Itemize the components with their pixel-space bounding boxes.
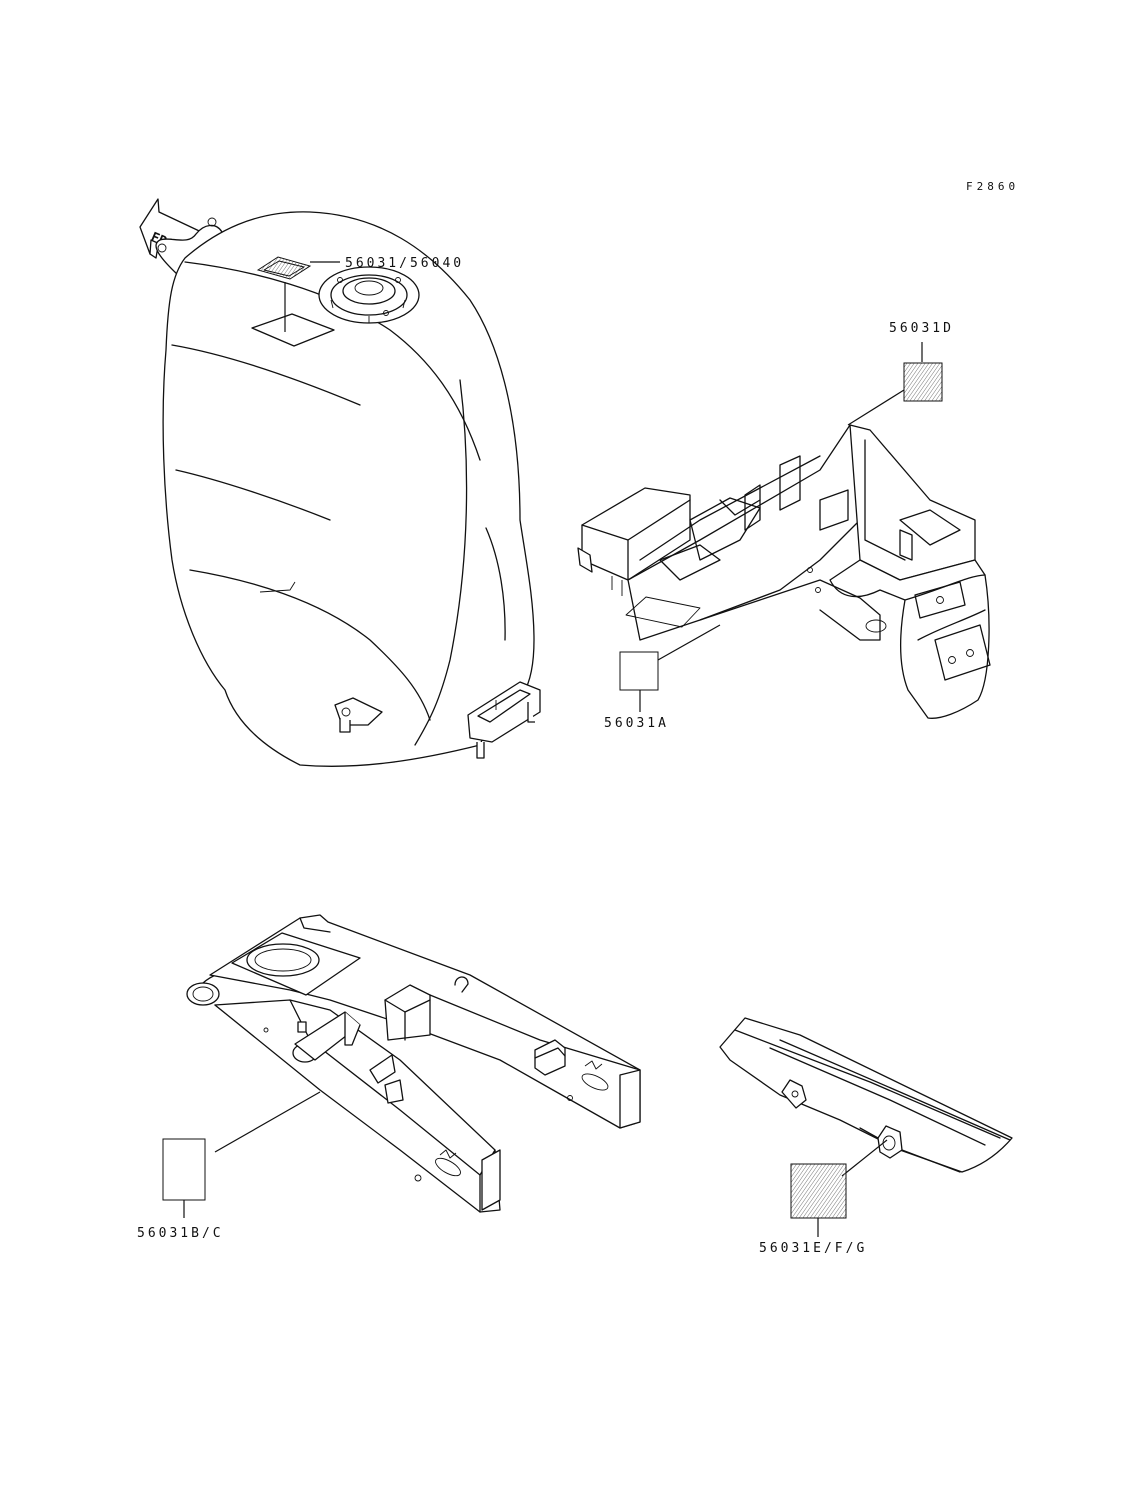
rear-fender-label-top-leader (847, 389, 905, 426)
rear-fender-label-top-decal (903, 362, 943, 402)
chain-cover-label-leader (841, 1139, 888, 1177)
chain-cover-label-part-number: 56031E/F/G (759, 1241, 867, 1256)
chain-cover (719, 1017, 1013, 1173)
swingarm-label-part-number: 56031B/C (137, 1226, 224, 1241)
tank-label-decal (256, 256, 312, 280)
rear-fender-label-bottom-part-number: 56031A (604, 716, 669, 731)
rear-fender-label-top-part-number: 56031D (889, 321, 954, 336)
chain-cover-label-decal (790, 1163, 847, 1219)
swingarm (186, 914, 641, 1213)
rear-fender-label-bottom-decal (619, 651, 659, 691)
rear-fender-label-bottom-leader (657, 624, 721, 661)
figure-code: F2860 (966, 180, 1019, 193)
rear-fender (577, 424, 991, 719)
fuel-tank (155, 211, 541, 767)
swingarm-label-decal (162, 1138, 206, 1201)
tank-label-part-number: 56031/56040 (345, 256, 464, 271)
swingarm-label-leader (214, 1091, 321, 1153)
